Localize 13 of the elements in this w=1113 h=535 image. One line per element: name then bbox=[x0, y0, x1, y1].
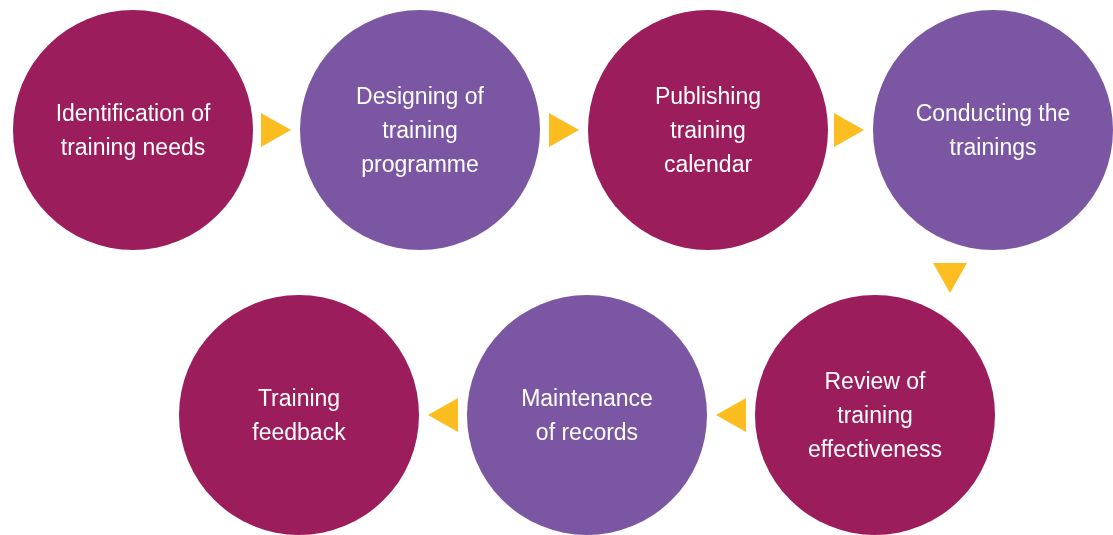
arrow bbox=[716, 398, 746, 432]
arrow bbox=[834, 113, 864, 147]
arrow bbox=[261, 113, 291, 147]
step-label: Conducting the trainings bbox=[915, 99, 1071, 162]
step-label: Publishing training calendar bbox=[653, 82, 763, 179]
step-label: Identification of training needs bbox=[55, 99, 211, 162]
arrow bbox=[549, 113, 579, 147]
step-label: Training feedback bbox=[251, 384, 347, 447]
step-label: Review of training effectiveness bbox=[807, 367, 943, 464]
arrow bbox=[933, 263, 967, 293]
arrow bbox=[428, 398, 458, 432]
step-label: Maintenance of records bbox=[520, 384, 654, 447]
step-label: Designing of training programme bbox=[355, 82, 485, 179]
